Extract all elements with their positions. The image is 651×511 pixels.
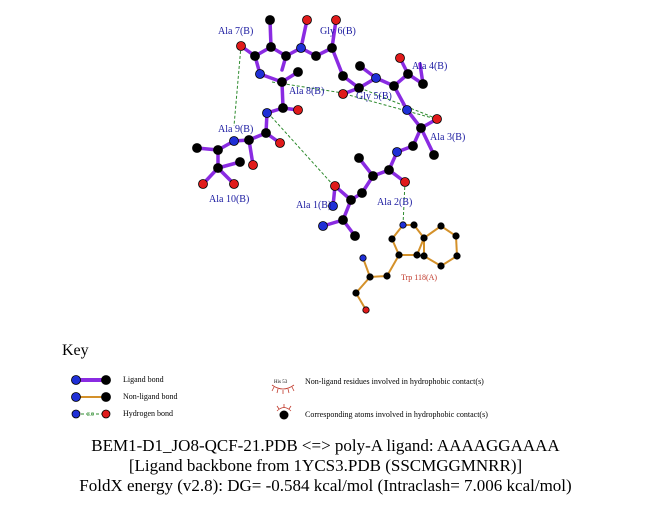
trp-ring-5 [390,224,426,256]
atoms [192,15,461,314]
label-ala9: Ala 9(B) [218,124,253,135]
key-hbond-length: 3.0 [87,412,94,418]
caption-line-1: BEM1-D1_JO8-QCF-21.PDB <=> poly-A ligand… [91,436,560,455]
key-hydrophobic-atoms-label: Corresponding atoms involved in hydropho… [305,410,488,419]
ligand-chain-ala9 [232,111,269,143]
key-hydrophobic-residues-label: Non-ligand residues involved in hydropho… [305,377,484,386]
label-gly5: Gly 5(B) [356,91,392,102]
hbond-ala2-trp118 [402,181,406,226]
hbond-gly5-ala4 [359,87,436,119]
label-ala4: Ala 4(B) [412,61,447,72]
ligand-bond [330,46,345,78]
trp-side-chain [362,254,400,279]
key-symbols: 3.0 His 53 [71,375,295,420]
label-ala2: Ala 2(B) [377,197,412,208]
key-nonligand-bond-label: Non-ligand bond [123,392,178,401]
label-ala10: Ala 10(B) [209,194,249,205]
hydrophobic-residue-icon [271,384,295,394]
hbond-ala7-ala9 [233,45,242,127]
key-hydrophobic-example: His 53 [274,380,288,385]
label-ala7: Ala 7(B) [218,26,253,37]
caption-line-2: [Ligand backbone from 1YCS3.PDB (SSCMGGM… [128,456,523,475]
caption-line-3: FoldX energy (v2.8): DG= -0.584 kcal/mol… [79,476,572,495]
ligand-chain-ala2 [357,150,399,179]
ligand-bond [419,126,436,157]
label-ala1: Ala 1(B) [296,200,331,211]
key-title: Key [62,342,89,359]
key-hbond-label: Hydrogen bond [123,409,173,418]
label-gly6: Gly 6(B) [320,26,356,37]
hbond-ala9-ala1 [267,112,335,187]
hbond-gly5-ala3 [344,93,437,120]
hydrophobic-atom-icon [276,404,292,420]
ligand-chain-ala1 [331,182,364,208]
label-trp118: Trp 118(A) [401,273,437,282]
label-ala3: Ala 3(B) [430,132,465,143]
key-ligand-bond-label: Ligand bond [123,375,164,384]
label-ala8: Ala 8(B) [289,86,324,97]
residue-labels: Ala 7(B) Gly 6(B) Ala 4(B) Ala 8(B) Gly … [209,26,465,282]
trp-ring-6 [423,224,459,268]
